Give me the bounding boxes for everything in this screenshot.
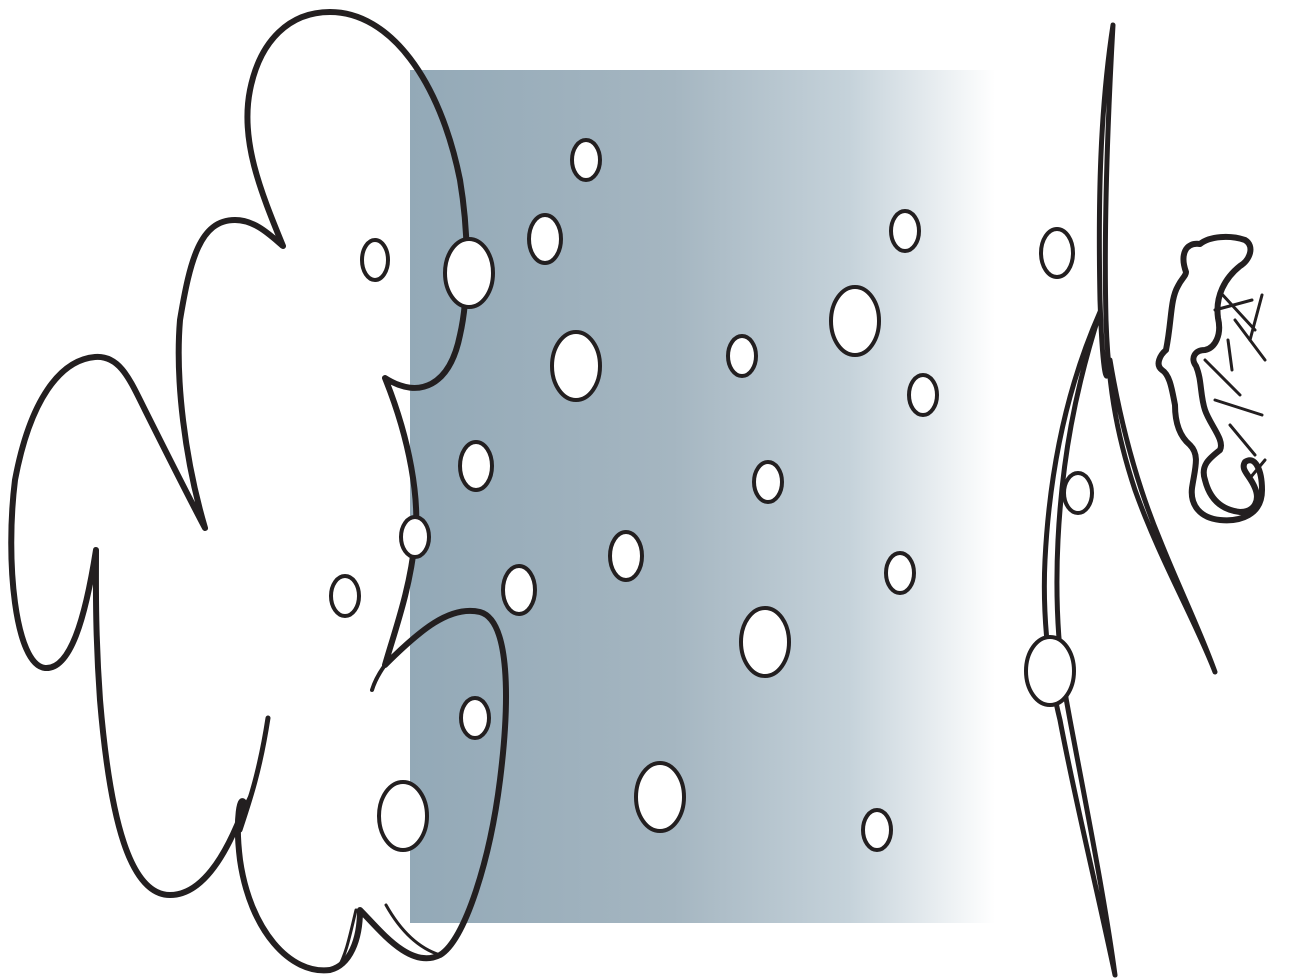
particle-icon xyxy=(886,553,914,593)
particle-icon xyxy=(636,763,684,831)
particle-icon xyxy=(461,698,489,738)
particle-icon xyxy=(331,576,359,616)
particle-icon xyxy=(728,336,756,376)
particle-icon xyxy=(754,462,782,502)
particle-icon xyxy=(552,332,600,400)
particle-icon xyxy=(891,211,919,251)
particle-icon xyxy=(1064,473,1092,513)
particle-icon xyxy=(572,140,600,180)
particle-icon xyxy=(445,239,493,307)
particle-icon xyxy=(863,810,891,850)
particle-icon xyxy=(529,215,561,263)
particle-icon xyxy=(831,287,879,355)
creature-icon xyxy=(1159,237,1265,520)
particle-icon xyxy=(1041,229,1073,277)
particle-icon xyxy=(741,608,789,676)
particle-icon xyxy=(379,782,427,850)
particle-icon xyxy=(362,240,388,280)
particle-icon xyxy=(401,517,429,557)
particle-icon xyxy=(460,442,492,490)
particle-icon xyxy=(503,566,535,614)
particle-icon xyxy=(1026,637,1074,705)
particle-icon xyxy=(909,375,937,415)
particle-icon xyxy=(610,532,642,580)
